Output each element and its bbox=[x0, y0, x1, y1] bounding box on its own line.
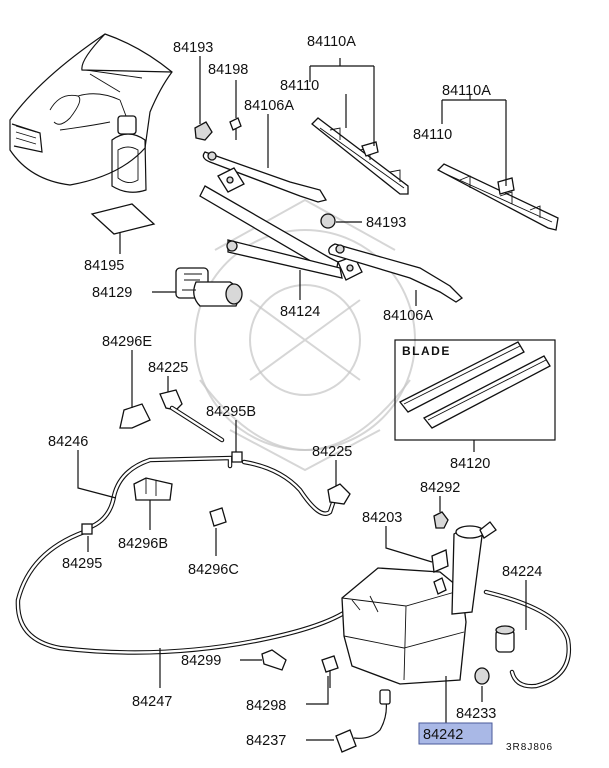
wiper-motor-84129 bbox=[175, 267, 243, 307]
callout-84106A-top: 84106A bbox=[244, 98, 294, 114]
callout-84298: 84298 bbox=[246, 698, 286, 714]
connector-84295 bbox=[81, 523, 93, 535]
callout-84129: 84129 bbox=[92, 285, 132, 301]
callout-84124: 84124 bbox=[280, 304, 320, 320]
callout-84106A-bottom: 84106A bbox=[383, 308, 433, 324]
nut-84292 bbox=[433, 511, 449, 529]
pump-84224 bbox=[495, 625, 515, 653]
bracket-84203 bbox=[431, 549, 449, 573]
callout-84296C: 84296C bbox=[188, 562, 239, 578]
callout-84247: 84247 bbox=[132, 694, 172, 710]
callout-84195: 84195 bbox=[84, 258, 124, 274]
callout-84110A-right: 84110A bbox=[442, 83, 491, 99]
callout-84193-mid: 84193 bbox=[366, 215, 406, 231]
leader-lines bbox=[77, 56, 527, 741]
blade-box: BLADE bbox=[394, 339, 556, 441]
wiper-blade-right-84110 bbox=[436, 163, 559, 231]
grommet-84233 bbox=[474, 667, 490, 685]
callout-84225-right: 84225 bbox=[312, 444, 352, 460]
callout-84296B: 84296B bbox=[118, 536, 168, 552]
cap-nut-84193-top bbox=[194, 121, 213, 141]
bolt-84298 bbox=[321, 655, 339, 688]
callout-84120: 84120 bbox=[450, 456, 490, 472]
bracket-84296E bbox=[119, 403, 151, 429]
nozzle-84225-right bbox=[327, 483, 351, 505]
callout-84110A-left: 84110A bbox=[307, 34, 356, 50]
clamp-84299 bbox=[261, 649, 287, 671]
callout-84299: 84299 bbox=[181, 653, 221, 669]
wiper-blade-left-84110 bbox=[311, 117, 409, 195]
diagram-code: 3R8J806 bbox=[506, 742, 553, 753]
car-illustration bbox=[9, 33, 173, 193]
callout-labels: 84193 84198 84106A 84110A 84110 84110A 8… bbox=[48, 34, 553, 753]
clip-84296C bbox=[209, 507, 227, 527]
blade-box-title: BLADE bbox=[402, 344, 451, 358]
callout-84203: 84203 bbox=[362, 510, 402, 526]
cover-84195 bbox=[90, 203, 156, 235]
callout-84110-right: 84110 bbox=[413, 127, 452, 143]
callout-84110-left: 84110 bbox=[280, 78, 319, 94]
callout-84296E: 84296E bbox=[102, 334, 152, 350]
callout-84246: 84246 bbox=[48, 434, 88, 450]
connector-84295B bbox=[231, 451, 243, 463]
washer-hoses bbox=[15, 455, 572, 689]
callout-84295: 84295 bbox=[62, 556, 102, 572]
grommet-84296B bbox=[133, 477, 173, 501]
nozzle-84225-top bbox=[159, 389, 225, 443]
callout-84237: 84237 bbox=[246, 733, 286, 749]
callout-84295B: 84295B bbox=[206, 404, 256, 420]
wiper-link-assembly bbox=[199, 167, 363, 281]
callout-84292: 84292 bbox=[420, 480, 460, 496]
callout-84242: 84242 bbox=[423, 727, 463, 743]
filler-neck bbox=[451, 521, 497, 615]
callout-84225-top: 84225 bbox=[148, 360, 188, 376]
callout-84224: 84224 bbox=[502, 564, 542, 580]
callout-84233: 84233 bbox=[456, 706, 496, 722]
part-84242-highlight bbox=[418, 722, 493, 745]
wiper-arm-left bbox=[202, 151, 328, 203]
washer-tank-84242 bbox=[341, 567, 467, 685]
sensor-84237 bbox=[335, 689, 391, 753]
callout-84193-top: 84193 bbox=[173, 40, 213, 56]
wiper-arm-right bbox=[328, 243, 464, 303]
cap-nut-84193-mid bbox=[320, 213, 336, 229]
callout-84198: 84198 bbox=[208, 62, 248, 78]
bolt-84198 bbox=[229, 117, 242, 140]
